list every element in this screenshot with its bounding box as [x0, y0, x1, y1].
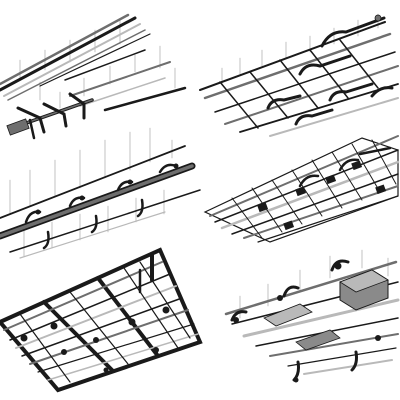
frame-cross-pipes: [19, 261, 191, 383]
grid-cross-members: [231, 139, 397, 239]
grid-cross-pipes: [219, 39, 379, 129]
support-frame: [0, 247, 203, 393]
panel-bottom-right: [224, 249, 400, 383]
riser-pipe: [138, 252, 154, 294]
duct-elbows: [298, 146, 392, 188]
pipe-elbows: [266, 16, 394, 126]
hanger-rods: [19, 19, 176, 109]
main-pipe: [0, 162, 196, 240]
pipe-bundle-upper: [0, 13, 151, 101]
panel-middle-right: [203, 135, 400, 243]
duct-diffusers: [257, 160, 387, 231]
panel-top-left: [0, 13, 187, 140]
duct-boxes: [263, 269, 389, 351]
cross-branch-pipes: [6, 92, 94, 140]
pipe-bundle-lower: [64, 49, 187, 112]
pipe-cap: [374, 14, 382, 22]
panel-middle-left: [0, 127, 201, 259]
pipe-fittings: [233, 262, 381, 383]
panel-bottom-left: [0, 247, 203, 393]
panel-top-right: [199, 13, 399, 137]
duct-elbows: [230, 259, 358, 382]
grid-long-pipes: [199, 21, 399, 137]
secondary-pipes: [0, 145, 201, 259]
pipe-fittings: [35, 163, 179, 215]
pipe-fittings: [20, 306, 170, 373]
hanger-rods: [9, 127, 173, 257]
ceiling-grid-outline: [203, 137, 399, 243]
